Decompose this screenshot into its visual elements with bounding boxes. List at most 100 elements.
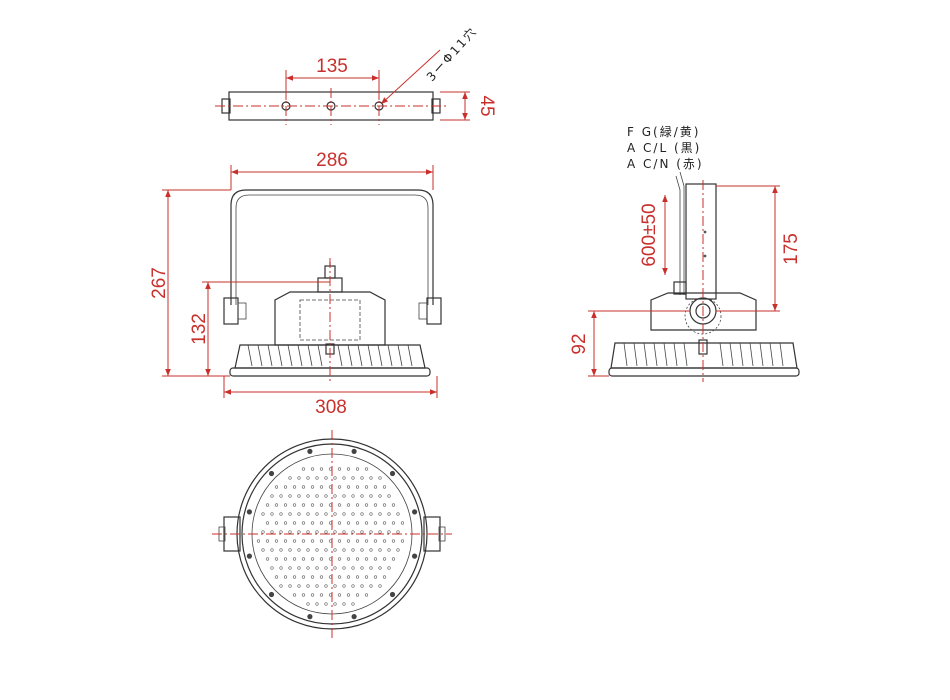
led-dot <box>279 494 283 498</box>
led-dot <box>342 476 346 480</box>
led-dot <box>315 566 319 570</box>
led-dot <box>288 494 292 498</box>
led-dot <box>378 512 382 516</box>
led-dot <box>382 521 387 525</box>
led-dot <box>292 575 297 579</box>
led-dot <box>292 503 297 507</box>
led-dot <box>292 521 297 525</box>
led-dot <box>337 503 342 507</box>
led-dot <box>319 593 324 597</box>
luminaire-side-view <box>608 171 800 382</box>
led-dot <box>319 575 324 579</box>
luminaire-front-view <box>223 189 442 382</box>
led-dot <box>360 494 364 498</box>
rim-screws <box>246 448 418 620</box>
side-heatsink-fins <box>623 342 784 367</box>
led-dot <box>261 512 265 516</box>
led-dot <box>301 593 306 597</box>
led-dot <box>265 503 270 507</box>
led-dot <box>373 575 378 579</box>
led-dot <box>279 584 283 588</box>
wire-label-acl: A C/L (黒) <box>627 141 701 155</box>
led-dot <box>265 539 270 543</box>
led-dot <box>346 575 351 579</box>
rim-screw <box>351 448 357 454</box>
dim-body-height: 132 <box>189 281 330 377</box>
led-dot <box>337 557 342 561</box>
led-dot <box>292 485 297 489</box>
led-dot <box>387 548 391 552</box>
led-dot <box>355 539 360 543</box>
led-dot <box>310 557 315 561</box>
led-dot <box>355 521 360 525</box>
led-dot <box>382 539 387 543</box>
led-dot <box>279 530 283 534</box>
bracket-top-view <box>215 88 448 125</box>
led-dot <box>346 593 351 597</box>
led-dot <box>337 467 342 471</box>
dim-text-175: 175 <box>781 233 802 265</box>
led-dot <box>297 494 301 498</box>
led-dot <box>328 467 333 471</box>
led-dot <box>310 593 315 597</box>
led-dot <box>297 584 301 588</box>
led-dot <box>274 485 279 489</box>
led-dot <box>360 584 364 588</box>
led-dot <box>387 530 391 534</box>
led-dot <box>355 503 360 507</box>
led-dot <box>315 476 319 480</box>
led-dot <box>369 566 373 570</box>
led-dot <box>292 593 297 597</box>
rim-screw <box>307 448 313 454</box>
led-dot <box>364 539 369 543</box>
wire-labels: F G(緑/黄) A C/L (黒) A C/N (赤) <box>627 124 702 171</box>
led-dot <box>337 575 342 579</box>
led-dot <box>346 557 351 561</box>
led-dot <box>351 584 355 588</box>
led-dot <box>360 548 364 552</box>
led-dot <box>387 512 391 516</box>
rim-screw <box>351 614 357 620</box>
led-dot <box>324 566 328 570</box>
led-dot <box>288 512 292 516</box>
led-dot <box>288 566 292 570</box>
led-dot <box>333 530 337 534</box>
led-dot <box>288 548 292 552</box>
led-dot <box>342 602 346 606</box>
led-dot <box>292 557 297 561</box>
led-dot <box>270 548 274 552</box>
heatsink-fins <box>247 344 413 367</box>
led-dot <box>387 494 391 498</box>
led-dot <box>279 566 283 570</box>
led-dot <box>382 485 387 489</box>
led-dot <box>360 530 364 534</box>
led-dot <box>310 539 315 543</box>
led-dot <box>355 575 360 579</box>
led-dot <box>270 512 274 516</box>
rim-screw <box>268 591 275 598</box>
dim-bracket-thickness: 45 <box>440 91 497 121</box>
led-dot <box>351 530 355 534</box>
led-dot <box>360 512 364 516</box>
led-dot <box>351 548 355 552</box>
led-dot <box>391 503 396 507</box>
led-dot <box>355 485 360 489</box>
led-dot <box>274 539 279 543</box>
dim-text-286: 286 <box>316 150 348 171</box>
dim-cable-length: 600±50 <box>639 195 668 275</box>
rim-screw <box>246 509 252 515</box>
led-dot <box>319 467 324 471</box>
dim-text-92: 92 <box>569 333 590 354</box>
led-dot <box>369 494 373 498</box>
led-dot <box>337 485 342 489</box>
led-dot <box>256 539 261 543</box>
led-dot <box>364 521 369 525</box>
led-dot <box>270 566 274 570</box>
led-dot <box>319 485 324 489</box>
led-dot <box>364 503 369 507</box>
dim-total-height: 267 <box>149 189 231 377</box>
led-dot <box>297 548 301 552</box>
led-dot <box>364 557 369 561</box>
led-dot <box>337 521 342 525</box>
led-dot <box>319 521 324 525</box>
